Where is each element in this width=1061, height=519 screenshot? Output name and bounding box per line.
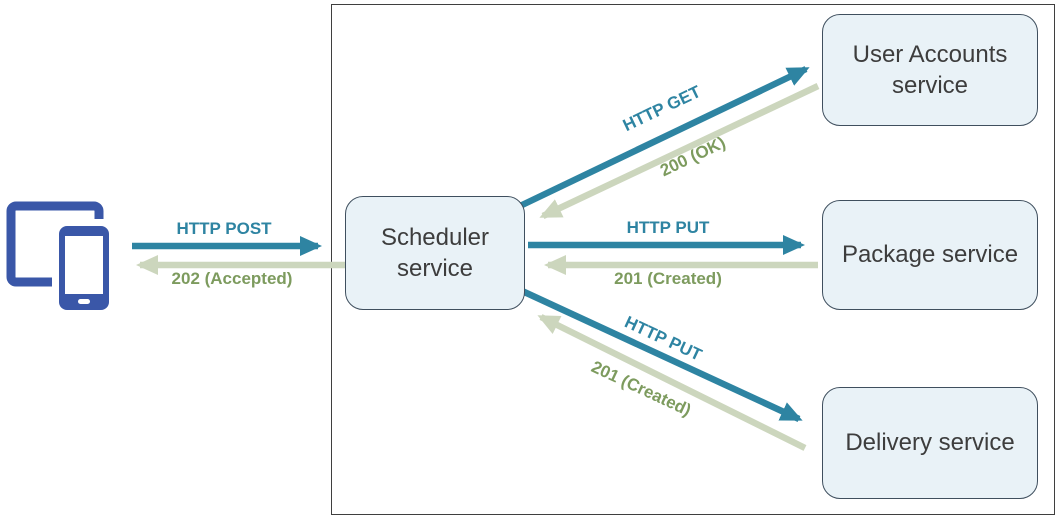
response-202-label: 202 (Accepted) [171,269,293,288]
response-201-delivery-arrow [537,314,807,451]
scheduler-service-label: Scheduler service [380,223,490,282]
phone-home-button [78,299,90,304]
user-accounts-service-label: User Accounts service [852,40,1008,99]
http-put-delivery-arrow [518,287,803,422]
package-service-label: Package service [841,241,1019,269]
user-accounts-service-node: User Accounts service [822,14,1038,126]
response-201-package-label: 201 (Created) [614,269,722,288]
client-devices-icon [6,201,116,317]
response-200-arrow [539,83,820,219]
http-get-arrow [518,66,810,209]
phone-screen [65,236,103,294]
package-service-node: Package service [822,200,1038,310]
delivery-service-label: Delivery service [845,429,1015,457]
http-post-label: HTTP POST [176,219,272,238]
delivery-service-node: Delivery service [822,387,1038,499]
scheduler-service-node: Scheduler service [345,196,525,310]
http-put-package-label: HTTP PUT [626,218,710,237]
